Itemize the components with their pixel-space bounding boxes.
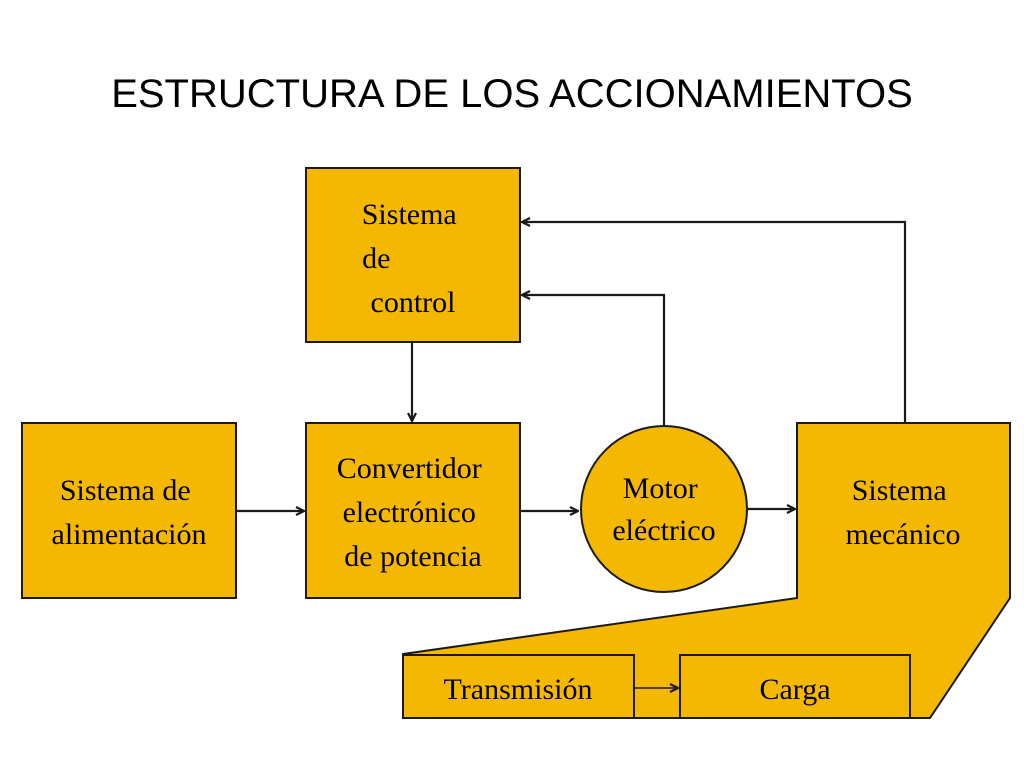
supply-line-1: Sistema de bbox=[60, 474, 191, 507]
transmission-line-1: Transmisión bbox=[444, 673, 593, 706]
electric-motor-label: Motor eléctrico bbox=[612, 472, 715, 547]
transmission-block bbox=[402, 654, 635, 719]
control-line-1: Sistema bbox=[362, 198, 457, 231]
converter-line-1: Convertidor bbox=[337, 452, 482, 485]
mechanical-line-2: mecánico bbox=[846, 518, 961, 551]
power-supply-block bbox=[21, 422, 237, 599]
supply-line-2: alimentación bbox=[52, 518, 207, 551]
slide-title: ESTRUCTURA DE LOS ACCIONAMIENTOS bbox=[111, 72, 913, 116]
control-system-block bbox=[305, 167, 521, 343]
load-label: Carga bbox=[759, 673, 830, 706]
load-line-1: Carga bbox=[759, 673, 830, 706]
transmission-label: Transmisión bbox=[444, 673, 593, 706]
load-block bbox=[679, 654, 911, 719]
power-converter-label: Convertidor electrónico de potencia bbox=[337, 452, 489, 573]
feedback-mechanical-to-control bbox=[522, 222, 907, 423]
control-line-2: de bbox=[362, 242, 390, 275]
motor-line-1: Motor bbox=[623, 472, 698, 505]
power-supply-label: Sistema de alimentación bbox=[52, 474, 207, 551]
converter-line-2: electrónico bbox=[343, 496, 476, 529]
converter-line-3: de potencia bbox=[344, 540, 481, 573]
motor-line-2: eléctrico bbox=[612, 514, 715, 547]
feedback-motor-to-control bbox=[522, 295, 666, 426]
mechanical-line-1: Sistema bbox=[852, 474, 947, 507]
control-system-label: Sistema de control bbox=[362, 198, 465, 319]
mechanical-system-label: Sistema mecánico bbox=[846, 474, 961, 551]
control-line-3: control bbox=[371, 286, 456, 319]
power-converter-block bbox=[305, 422, 521, 599]
electric-motor-block bbox=[580, 425, 748, 593]
mechanical-system-shape bbox=[402, 422, 1011, 719]
